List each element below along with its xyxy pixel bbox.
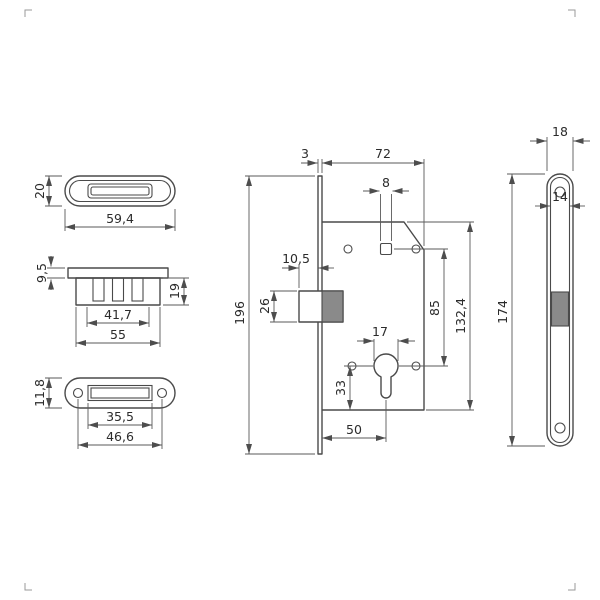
- dim-cylinder-width: 17: [357, 324, 415, 361]
- dim-front-inner-width: 14: [535, 189, 585, 209]
- dim-label-faceplate-length: 196: [232, 301, 247, 325]
- dim-flange-height: 9,5: [34, 256, 65, 290]
- dim-label-front-length: 174: [495, 300, 510, 324]
- dim-label-plate-height: 20: [32, 183, 47, 199]
- dim-hole-spacing: 46,6: [77, 399, 163, 449]
- dim-faceplate-thickness: 3: [301, 146, 323, 173]
- dim-label-cylinder-to-bottom: 33: [333, 380, 348, 396]
- plate-outer-outline: [64, 175, 176, 207]
- dim-label-box-inner-width: 41,7: [104, 307, 132, 322]
- dust-box-flange: [67, 267, 169, 279]
- front-screw-hole-top: [554, 186, 566, 198]
- crop-mark-top-right: [568, 9, 576, 17]
- dim-label-front-width: 18: [552, 124, 568, 139]
- dust-box-slot: [131, 277, 144, 302]
- dim-box-depth: 19: [163, 277, 189, 306]
- lock-body-view: 3 72 8 10,5 26: [232, 146, 474, 455]
- dim-latch-height: 26: [257, 290, 297, 323]
- dim-label-flange-height: 9,5: [34, 263, 49, 283]
- mounting-plate-outline: [64, 377, 176, 409]
- dim-label-backset: 50: [346, 422, 362, 437]
- dim-label-hole-spacing: 46,6: [106, 429, 134, 444]
- screw-hole-left: [72, 387, 84, 399]
- dim-label-hole-width: 35,5: [106, 409, 134, 424]
- plate-slot-outer: [87, 183, 153, 199]
- dim-label-faceplate-thickness: 3: [301, 146, 309, 161]
- dim-case-depth: 72: [322, 146, 425, 246]
- dim-front-width: 18: [530, 124, 590, 171]
- screw-hole-right: [156, 387, 168, 399]
- dim-label-box-width: 55: [110, 327, 126, 342]
- dim-label-case-height: 132,4: [453, 298, 468, 334]
- dim-faceplate-length: 196: [232, 175, 315, 455]
- dust-box-slot: [111, 277, 125, 302]
- dim-hole-width: 35,5: [87, 403, 153, 429]
- front-screw-hole-bottom: [554, 422, 566, 434]
- dim-label-spindle-to-cylinder: 85: [427, 300, 442, 316]
- plate-slot-inner: [90, 186, 150, 196]
- dim-label-front-inner-width: 14: [552, 189, 568, 204]
- dim-label-plate-width: 59,4: [106, 211, 134, 226]
- crop-mark-bottom-right: [568, 583, 576, 591]
- dim-box-inner-width: 41,7: [86, 307, 150, 327]
- dim-box-width: 55: [75, 307, 161, 347]
- mounting-plate-hole-inner: [90, 387, 150, 399]
- dust-box-slot: [92, 277, 105, 302]
- latch-bolt-inner: [321, 290, 344, 323]
- dim-latch-protrusion: 10,5: [282, 251, 334, 288]
- latch-cutout: [550, 291, 570, 327]
- dim-label-mounting-plate-height: 11,8: [32, 379, 47, 407]
- crop-mark-bottom-left: [24, 583, 32, 591]
- plate-inner-outline: [68, 179, 172, 203]
- crop-mark-top-left: [24, 9, 32, 17]
- dim-mounting-plate-height: 11,8: [32, 377, 62, 409]
- crop-marks: [24, 9, 576, 591]
- dim-plate-width: 59,4: [64, 209, 176, 231]
- dim-label-spindle-square: 8: [382, 175, 390, 190]
- front-plate-inner-outline: [549, 176, 571, 444]
- strike-plate-view: 20 59,4: [32, 175, 176, 231]
- dim-label-case-depth: 72: [375, 146, 391, 161]
- dim-spindle-to-cylinder: 85: [394, 248, 448, 367]
- mounting-plate-hole-outer: [87, 384, 153, 402]
- dim-cylinder-to-bottom: 33: [333, 365, 373, 410]
- dim-plate-height: 20: [32, 175, 62, 207]
- dim-backset: 50: [322, 400, 387, 442]
- euro-cylinder-hole: [373, 353, 399, 399]
- dim-label-latch-height: 26: [257, 298, 272, 314]
- lock-case-outline: [322, 221, 425, 411]
- dim-label-box-depth: 19: [167, 283, 182, 299]
- dust-box-view: 9,5 19 41,7 55: [34, 256, 189, 347]
- dim-label-latch-protrusion: 10,5: [282, 251, 310, 266]
- dim-front-length: 174: [495, 173, 545, 447]
- dim-case-height: 132,4: [407, 221, 474, 411]
- fixing-hole-left: [343, 244, 353, 254]
- mounting-plate-view: 11,8 35,5 46,6: [32, 377, 176, 449]
- dim-label-cylinder-width: 17: [372, 324, 388, 339]
- spindle-square-hole: [379, 242, 393, 256]
- front-plate-view: 18 14 174: [495, 124, 590, 447]
- dim-spindle-square: 8: [363, 175, 409, 241]
